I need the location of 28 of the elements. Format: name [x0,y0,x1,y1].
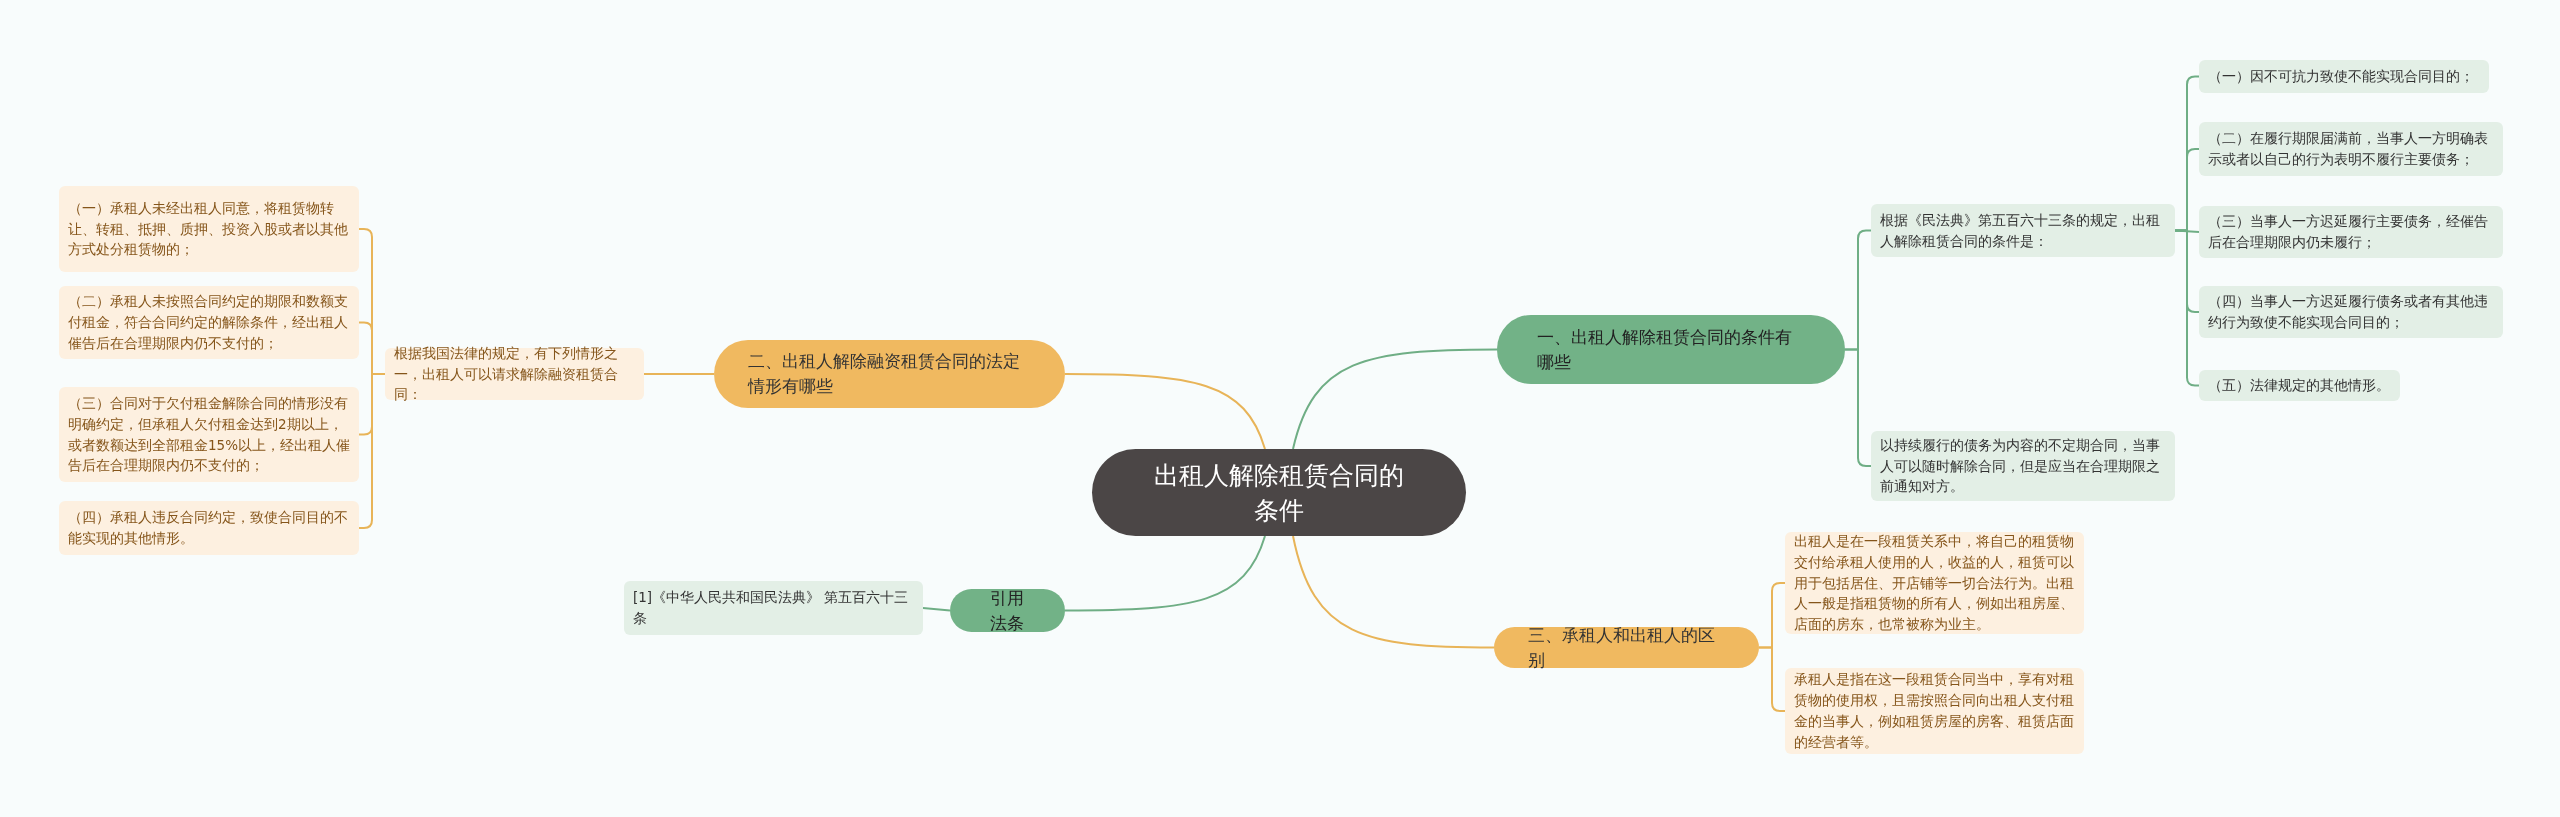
subtopic-box: 以持续履行的债务为内容的不定期合同，当事人可以随时解除合同，但是应当在合理期限之前通知对方。 [1871,431,2175,501]
subtopic-box: （三）合同对于欠付租金解除合同的情形没有明确约定，但承租人欠付租金达到2期以上，或者数额达到全部租金15%以上，经出租人催告后在合理期限内仍不支付的； [59,387,359,482]
subtopic-box: （二）在履行期限届满前，当事人一方明确表示或者以自己的行为表明不履行主要债务； [2199,122,2503,176]
subtopic-box: （一）承租人未经出租人同意，将租赁物转让、转租、抵押、质押、投资入股或者以其他方式处分租赁物的； [59,186,359,272]
subtopic-box: 出租人是在一段租赁关系中，将自己的租赁物交付给承租人使用的人，收益的人，租赁可以用于包括居住、开店铺等一切合法行为。出租人一般是指租赁物的所有人，例如出租房屋、店面的房东，也常被称为业主。 [1785,532,2084,634]
connector-line [1292,535,1495,649]
subtopic-box: （一）因不可抗力致使不能实现合同目的； [2199,60,2489,93]
subtopic-box: （四）承租人违反合同约定，致使合同目的不能实现的其他情形。 [59,501,359,555]
branch-topic: 二、出租人解除融资租赁合同的法定情形有哪些 [714,340,1065,408]
branch-topic: 一、出租人解除租赁合同的条件有哪些 [1497,315,1845,384]
branch-topic: 引用法条 [950,589,1065,632]
subtopic-box: [1]《中华人民共和国民法典》 第五百六十三条 [624,581,923,635]
connector-line [922,607,951,612]
subtopic-box: （二）承租人未按照合同约定的期限和数额支付租金，符合合同约定的解除条件，经出租人催告后在合理期限内仍不支付的； [59,286,359,359]
central-topic: 出租人解除租赁合同的条件 [1092,449,1466,536]
subtopic-box: （三）当事人一方迟延履行主要债务，经催告后在合理期限内仍未履行； [2199,206,2503,258]
branch-topic: 三、承租人和出租人的区别 [1494,627,1759,668]
subtopic-box: 根据我国法律的规定，有下列情形之一，出租人可以请求解除融资租赁合同： [385,348,644,400]
connector-line [1064,535,1266,612]
connector-line [2174,229,2200,387]
subtopic-box: （四）当事人一方迟延履行债务或者有其他违约行为致使不能实现合同目的； [2199,286,2503,338]
connector-line [643,373,715,375]
connector-line [1292,348,1498,450]
subtopic-box: 根据《民法典》第五百六十三条的规定，出租人解除租赁合同的条件是： [1871,204,2175,257]
subtopic-box: （五）法律规定的其他情形。 [2199,370,2400,401]
subtopic-box: 承租人是指在这一段租赁合同当中，享有对租赁物的使用权，且需按照合同向出租人支付租金的当事人，例如租赁房屋的房客、租赁店面的经营者等。 [1785,668,2084,754]
connector-line [1064,373,1266,450]
connector-line [358,373,386,529]
